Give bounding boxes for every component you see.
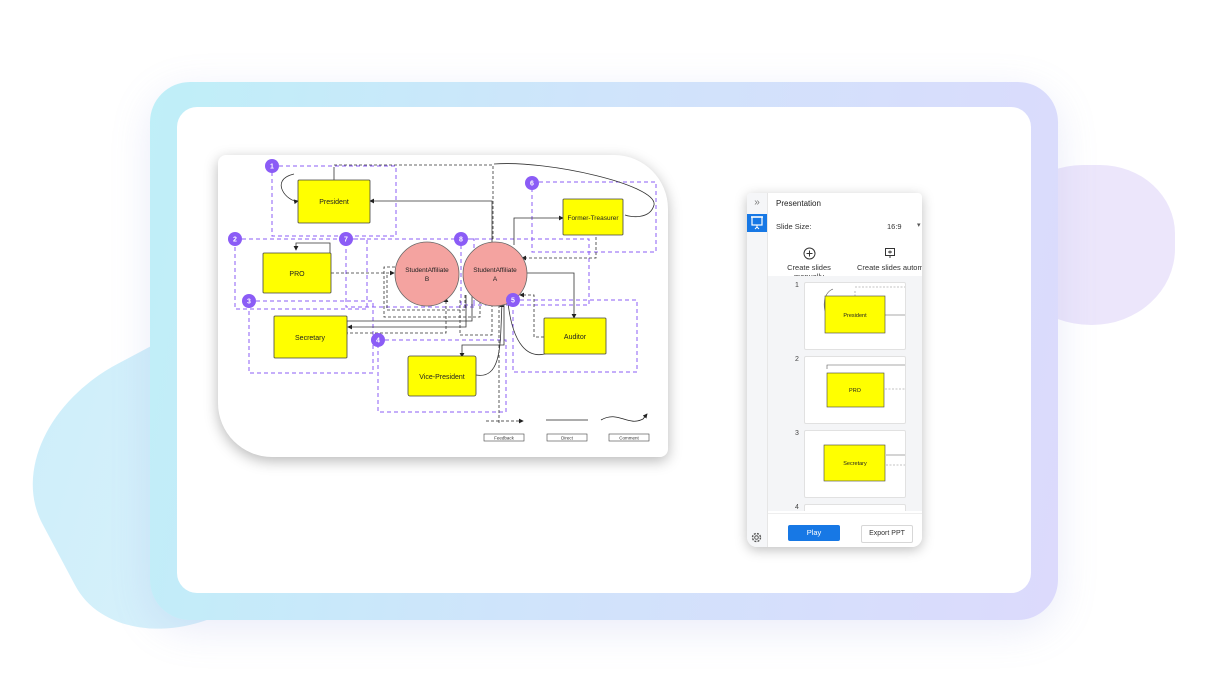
badge-4-label: 4 [376,338,380,345]
node-student-affiliate-b[interactable] [394,241,460,307]
label-auditor: Auditor [564,334,587,341]
badge-1-label: 1 [270,164,274,171]
presentation-panel: » Presentation Slide Size: 16:9 ▾ Create… [747,193,922,547]
diagram-canvas[interactable]: President PRO Secretary Vice-President F… [218,155,668,457]
legend-comment-line [600,413,648,422]
badge-3[interactable] [242,294,256,308]
slide-size-label: Slide Size: [776,222,812,231]
connector-line [523,272,577,319]
connector-line [386,275,466,311]
connector-line [521,237,597,261]
connector-line [347,295,467,330]
export-ppt-button[interactable]: Export PPT [861,525,913,543]
legend-feedback-label: Feedback [494,436,515,441]
legend-feedback-box [483,433,525,442]
node-former-treasurer[interactable] [562,198,624,236]
thumb-number: 2 [795,356,799,363]
selection-box-4 [377,339,507,413]
connector-line [513,215,564,245]
node-student-affiliate-a[interactable] [462,241,528,307]
legend-comment-box [608,433,650,442]
thumb-number: 3 [795,430,799,437]
connector-line [475,302,505,376]
label-president: President [319,199,349,206]
connector-line [459,297,493,336]
connector-line [519,292,544,338]
panel-title: Presentation [776,199,821,208]
connector-line [493,163,655,218]
badge-3-label: 3 [247,299,251,306]
thumb-1-label: President [843,313,867,319]
thumb-number: 4 [795,504,799,511]
slide-thumbnail-1[interactable]: President [804,282,906,350]
label-pro: PRO [289,271,305,278]
badge-2-label: 2 [233,237,237,244]
label-affiliate-b-line1: StudentAffiliate [405,267,449,274]
slide-thumbnail-4[interactable] [804,504,906,511]
selection-box-1 [271,165,397,237]
badge-7[interactable] [339,232,353,246]
plus-circle-icon [774,245,844,261]
badge-7-label: 7 [344,237,348,244]
panel-footer: Play Export PPT [768,513,922,547]
badge-2[interactable] [228,232,242,246]
legend-direct-label: Direct [561,436,574,441]
label-vice-president: Vice-President [419,374,464,381]
badge-8-label: 8 [459,237,463,244]
selection-box-8 [460,238,590,306]
slide-thumbnail-2[interactable]: PRO [804,356,906,424]
node-pro[interactable] [262,252,332,294]
connector-line [345,297,449,334]
label-secretary: Secretary [295,335,325,342]
slide-thumbnail-3[interactable]: Secretary [804,430,906,498]
chevron-down-icon[interactable]: ▾ [917,222,921,229]
thumb-number: 1 [795,282,799,289]
badge-8[interactable] [454,232,468,246]
gear-icon[interactable] [750,531,763,544]
node-secretary[interactable] [273,315,348,359]
badge-6-label: 6 [530,181,534,188]
badge-5-label: 5 [511,298,515,305]
thumb-3-label: Secretary [843,461,867,467]
side-rail: » [747,193,768,547]
label-former-treasurer: Former-Treasurer [567,215,619,222]
badge-4[interactable] [371,333,385,347]
create-auto-label: Create slides autom... [857,263,922,272]
badge-5[interactable] [506,293,520,307]
thumb-2-label: PRO [849,388,862,394]
play-button[interactable]: Play [788,525,840,541]
auto-slides-icon [857,245,922,261]
connector-line [383,266,481,318]
node-vice-president[interactable] [407,355,477,397]
diagram-svg: President PRO Secretary Vice-President F… [228,159,657,442]
node-auditor[interactable] [543,317,607,355]
label-affiliate-b-line2: B [425,276,429,283]
connector-line [334,164,494,241]
legend-comment-label: Comment [619,436,639,441]
connector-line [280,173,299,205]
double-chevron-right-icon[interactable]: » [754,197,760,208]
slide-size-select[interactable]: 16:9 [887,222,902,231]
badge-6[interactable] [525,176,539,190]
slide-thumbnail-list[interactable]: 1 President 2 PRO 3 [768,276,922,511]
connector-line [507,302,549,355]
selection-box-6 [531,181,657,253]
selection-box-2 [234,238,368,310]
create-slides-auto-button[interactable]: Create slides autom... [857,245,922,272]
node-president[interactable] [297,179,371,224]
connector-line [369,198,493,245]
badge-1[interactable] [265,159,279,173]
label-affiliate-a-line2: A [493,276,498,283]
legend-direct-box [546,433,588,442]
connector-line [459,298,505,358]
label-affiliate-a-line1: StudentAffiliate [473,267,517,274]
presentation-icon[interactable] [747,214,767,232]
